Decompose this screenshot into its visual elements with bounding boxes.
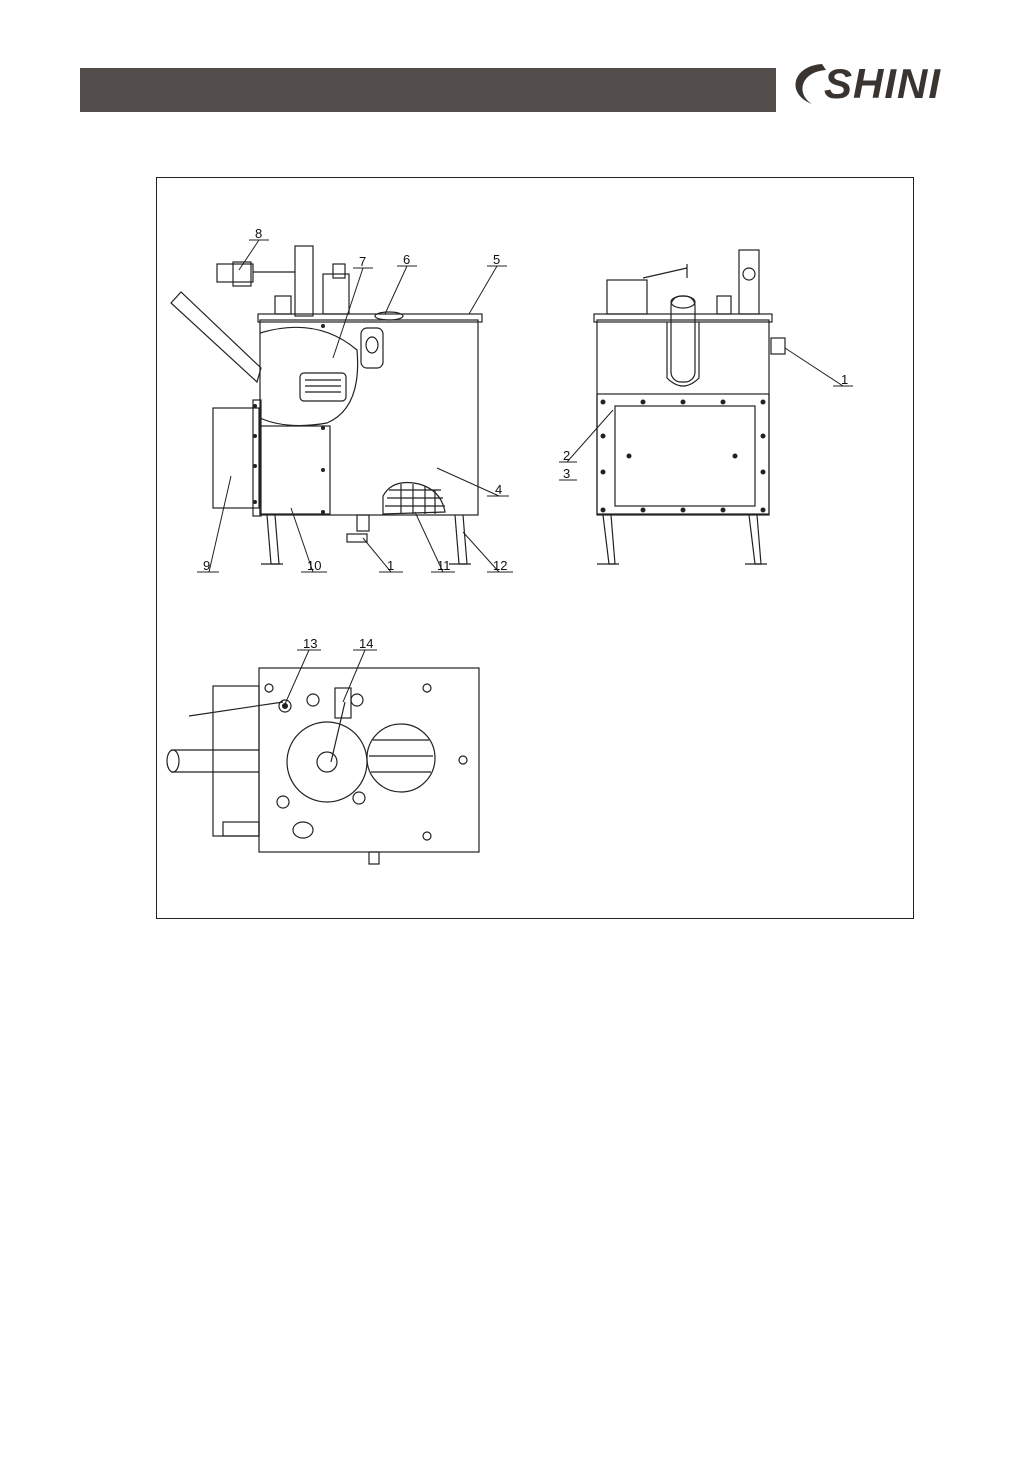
callout-5: 5 bbox=[493, 252, 500, 267]
callout-6: 6 bbox=[403, 252, 410, 267]
callout-4: 4 bbox=[495, 482, 502, 497]
machine-drawing: 8 7 6 5 4 9 10 1 11 12 1 2 3 13 14 bbox=[157, 178, 915, 920]
side-view bbox=[594, 250, 785, 564]
callout-8: 8 bbox=[255, 226, 262, 241]
logo-wordmark: SHINI bbox=[824, 60, 941, 108]
callout-12: 12 bbox=[493, 558, 507, 573]
shini-logo: SHINI bbox=[782, 54, 952, 114]
front-view bbox=[171, 246, 482, 564]
callout-1-side: 1 bbox=[841, 372, 848, 387]
callout-7: 7 bbox=[359, 254, 366, 269]
callout-9: 9 bbox=[203, 558, 210, 573]
callout-13: 13 bbox=[303, 636, 317, 651]
callout-3: 3 bbox=[563, 466, 570, 481]
callout-labels: 8 7 6 5 4 9 10 1 11 12 1 2 3 13 14 bbox=[203, 226, 848, 651]
technical-drawing-figure: 8 7 6 5 4 9 10 1 11 12 1 2 3 13 14 bbox=[156, 177, 914, 919]
callout-2: 2 bbox=[563, 448, 570, 463]
callout-1-front: 1 bbox=[387, 558, 394, 573]
callout-11: 11 bbox=[437, 558, 451, 573]
callout-10: 10 bbox=[307, 558, 321, 573]
callout-14: 14 bbox=[359, 636, 373, 651]
header-bar bbox=[80, 68, 776, 112]
top-view bbox=[167, 668, 479, 864]
